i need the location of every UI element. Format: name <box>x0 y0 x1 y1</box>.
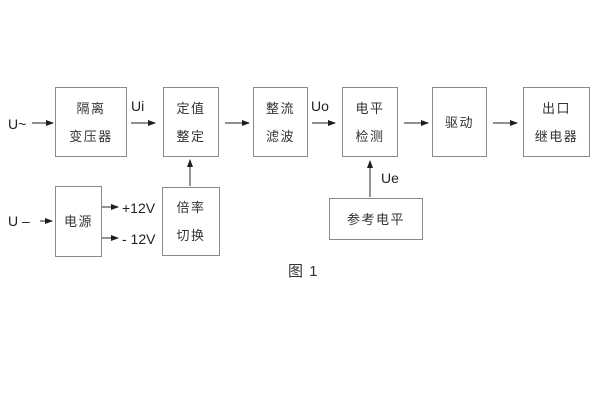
block-label-line: 整定 <box>176 128 206 144</box>
block-label-line: 电平 <box>355 100 385 116</box>
block-driver: 驱动 <box>432 87 487 157</box>
block-label-line: 滤波 <box>265 128 295 144</box>
block-label-line: 倍率 <box>176 200 206 215</box>
label-plus-12v: +12V <box>122 200 156 216</box>
block-isolation-transformer: 隔离 变压器 <box>55 87 127 157</box>
block-label-line: 切换 <box>176 228 206 243</box>
label-uo: Uo <box>311 98 329 114</box>
block-label-line: 变压器 <box>69 128 113 144</box>
figure-caption: 图 1 <box>288 263 319 280</box>
label-ui: Ui <box>131 98 145 114</box>
block-rectifier-filter: 整流 滤波 <box>253 87 308 157</box>
block-output-relay: 出口 继电器 <box>523 87 590 157</box>
block-reference-level: 参考电平 <box>329 198 423 240</box>
block-power-supply: 电源 <box>55 186 102 257</box>
block-label-line: 出口 <box>541 100 571 116</box>
block-level-detect: 电平 检测 <box>342 87 398 157</box>
block-label-line: 隔离 <box>76 100 106 116</box>
block-label-line: 参考电平 <box>346 211 405 227</box>
block-setting-adjust: 定值 整定 <box>163 87 219 157</box>
block-ratio-switch: 倍率 切换 <box>162 187 220 256</box>
block-label-line: 继电器 <box>534 128 579 144</box>
label-input-ac: U~ <box>8 116 27 132</box>
label-input-dc: U – <box>8 213 30 229</box>
block-label-line: 定值 <box>176 100 206 116</box>
block-label-line: 驱动 <box>444 114 474 130</box>
block-label-line: 检测 <box>355 128 385 144</box>
label-ue: Ue <box>381 170 399 186</box>
block-label-line: 电源 <box>63 214 93 229</box>
label-minus-12v: - 12V <box>122 231 156 247</box>
block-label-line: 整流 <box>265 100 295 116</box>
